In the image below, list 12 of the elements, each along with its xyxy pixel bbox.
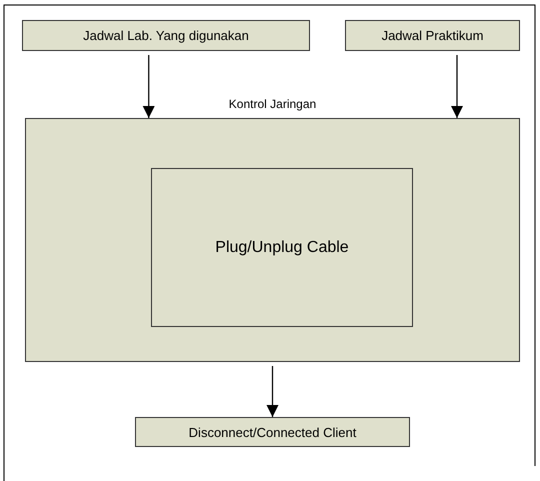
node-label: Jadwal Praktikum bbox=[382, 28, 484, 43]
node-label: Jadwal Lab. Yang digunakan bbox=[83, 28, 249, 43]
arrow bbox=[266, 366, 278, 417]
process-box bbox=[151, 168, 413, 327]
group-heading: Kontrol Jaringan bbox=[228, 97, 318, 111]
node-label: Plug/Unplug Cable bbox=[215, 238, 349, 256]
node-label: Disconnect/Connected Client bbox=[188, 424, 356, 440]
process-box bbox=[345, 20, 520, 51]
process-box bbox=[135, 417, 410, 447]
arrow bbox=[142, 55, 155, 118]
arrow bbox=[451, 55, 463, 118]
process-box bbox=[22, 20, 310, 51]
